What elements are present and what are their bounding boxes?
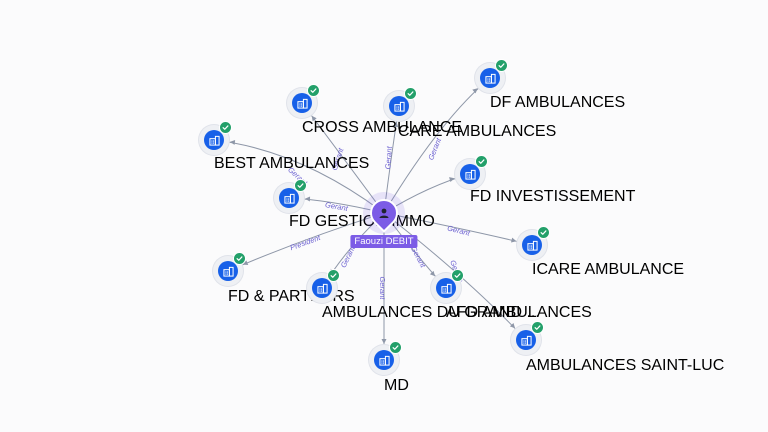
building-icon	[374, 350, 394, 370]
verified-check-icon	[495, 59, 508, 72]
company-label-icare-ambulance[interactable]: ICARE AMBULANCE	[532, 261, 685, 278]
building-icon	[436, 278, 456, 298]
verified-check-icon	[233, 252, 246, 265]
edge-arrow-md	[381, 339, 387, 344]
verified-check-icon	[404, 87, 417, 100]
edge-label-afd-ambulances: Gerant	[409, 245, 428, 270]
verified-check-icon	[294, 179, 307, 192]
company-label-care-ambulances[interactable]: CARE AMBULANCES	[398, 123, 557, 140]
edge-label-fd-partners: President	[289, 233, 323, 253]
verified-check-icon	[389, 341, 402, 354]
company-label-fd-gestion-immo[interactable]: FD GESTION IMMO	[289, 213, 435, 230]
edge-label-icare-ambulance: Gerant	[446, 223, 471, 238]
building-icon	[460, 164, 480, 184]
verified-check-icon	[475, 155, 488, 168]
company-label-best-ambulances[interactable]: BEST AMBULANCES	[214, 155, 370, 172]
verified-check-icon	[451, 269, 464, 282]
verified-check-icon	[537, 226, 550, 239]
company-label-ambulances-saint-luc[interactable]: AMBULANCES SAINT-LUC	[526, 357, 725, 374]
company-label-df-ambulances[interactable]: DF AMBULANCES	[490, 94, 626, 111]
edge-arrow-df-ambulances	[472, 88, 478, 94]
edge-label-fd-gestion-immo: Gerant	[324, 200, 349, 213]
company-label-afd-ambulances[interactable]: AFD AMBULANCES	[446, 304, 592, 321]
edge-arrow-icare-ambulance	[511, 237, 517, 243]
company-label-md[interactable]: MD	[384, 377, 409, 394]
verified-check-icon	[327, 269, 340, 282]
edge-arrow-best-ambulances	[229, 139, 236, 145]
edge-arrow-ambulances-saint-luc	[509, 322, 516, 329]
edge-arrow-fd-partners	[242, 260, 249, 265]
edge-label-care-ambulances: Gerant	[383, 145, 394, 169]
building-icon	[522, 235, 542, 255]
company-label-fd-investissement[interactable]: FD INVESTISSEMENT	[470, 188, 636, 205]
edge-arrow-fd-gestion-immo	[304, 196, 311, 202]
edge-df-ambulances	[383, 77, 491, 214]
edge-arrow-afd-ambulances	[429, 270, 436, 277]
company-label-cross-ambulances[interactable]: CROSS AMBULANCE	[302, 119, 463, 136]
verified-check-icon	[307, 84, 320, 97]
user-icon	[370, 199, 398, 227]
building-icon	[480, 68, 500, 88]
edge-arrow-cross-ambulances	[311, 115, 317, 122]
company-label-ambulances-du-grand[interactable]: AMBULANCES DU GRAND ...	[322, 304, 540, 321]
building-icon	[389, 96, 409, 116]
building-icon	[312, 278, 332, 298]
edge-arrow-fd-investissement	[449, 177, 455, 182]
building-icon	[204, 130, 224, 150]
verified-check-icon	[531, 321, 544, 334]
building-icon	[516, 330, 536, 350]
edge-arrow-care-ambulances	[393, 121, 399, 128]
building-icon	[218, 261, 238, 281]
building-icon	[279, 188, 299, 208]
person-name[interactable]: Faouzi DEBIT	[350, 235, 418, 248]
verified-check-icon	[219, 121, 232, 134]
building-icon	[292, 93, 312, 113]
edge-label-md: Gerant	[378, 277, 387, 301]
